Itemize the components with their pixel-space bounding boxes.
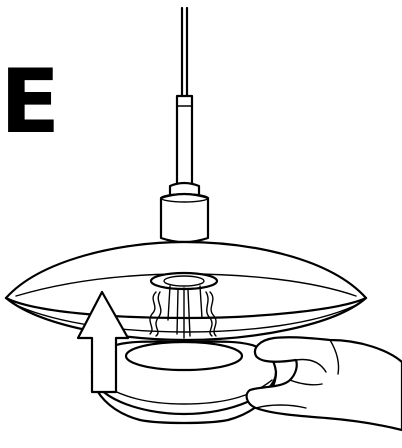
top-shade xyxy=(6,242,366,340)
lamp-cap xyxy=(161,183,208,242)
lower-shade xyxy=(92,342,276,423)
bulb-holder-icon xyxy=(150,273,217,338)
cable xyxy=(182,8,187,98)
lamp-stem xyxy=(177,96,192,184)
